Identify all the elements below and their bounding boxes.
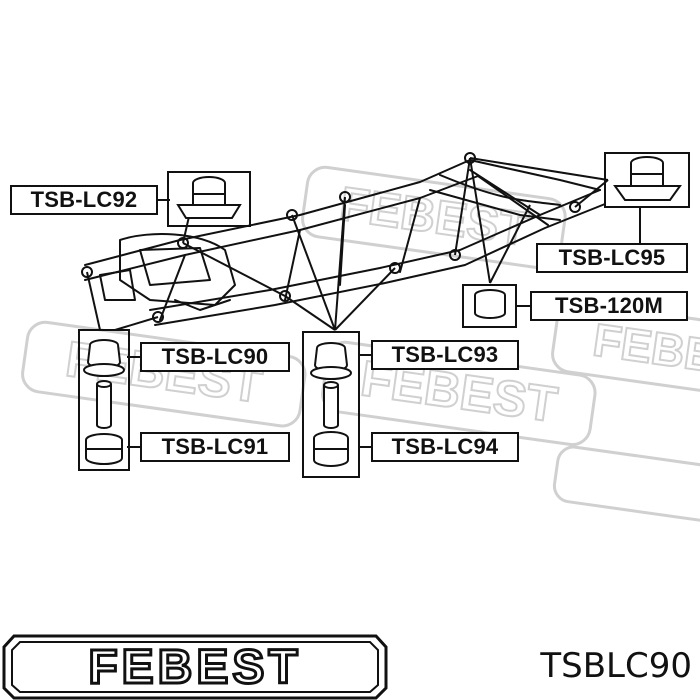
part-120m-bushing [474, 289, 506, 319]
leader-lines [86, 157, 641, 331]
part-lc90-sleeve [96, 380, 112, 429]
label-tsb-lc95: TSB-LC95 [536, 243, 688, 273]
part-lc91-cushion [85, 433, 123, 465]
svg-text:FEBEST: FEBEST [88, 641, 301, 694]
callout-box-lc95 [604, 152, 690, 208]
part-lc93-cushion [310, 342, 352, 380]
svg-text:FEBE: FEBE [590, 313, 700, 382]
callout-box-lc90-lc91 [78, 329, 130, 471]
label-tsb-lc93: TSB-LC93 [371, 340, 519, 370]
watermark-logo: FEBEST [21, 320, 307, 428]
label-connectors [127, 199, 530, 448]
part-lc92-mount [176, 176, 242, 219]
part-lc93-sleeve [323, 381, 339, 429]
part-lc95-mount [613, 156, 682, 201]
label-tsb-lc90: TSB-LC90 [140, 342, 290, 372]
part-lc90-cushion [83, 339, 125, 377]
part-lc94-cushion [313, 431, 349, 467]
part-drawings [83, 156, 682, 467]
callout-box-lc93-lc94 [302, 331, 360, 478]
label-tsb-120m: TSB-120M [530, 291, 688, 321]
febest-logo: FEBEST [2, 634, 388, 700]
label-tsb-lc92: TSB-LC92 [10, 185, 158, 215]
part-code: TSBLC90 [540, 646, 692, 686]
label-tsb-lc91: TSB-LC91 [140, 432, 290, 462]
part-callouts [78, 152, 690, 478]
chassis-frame [81, 152, 606, 326]
watermark-logos: FEBEST FEBEST FEBEST FEBE [21, 165, 700, 527]
label-tsb-lc94: TSB-LC94 [371, 432, 519, 462]
watermark-logo [552, 445, 700, 527]
